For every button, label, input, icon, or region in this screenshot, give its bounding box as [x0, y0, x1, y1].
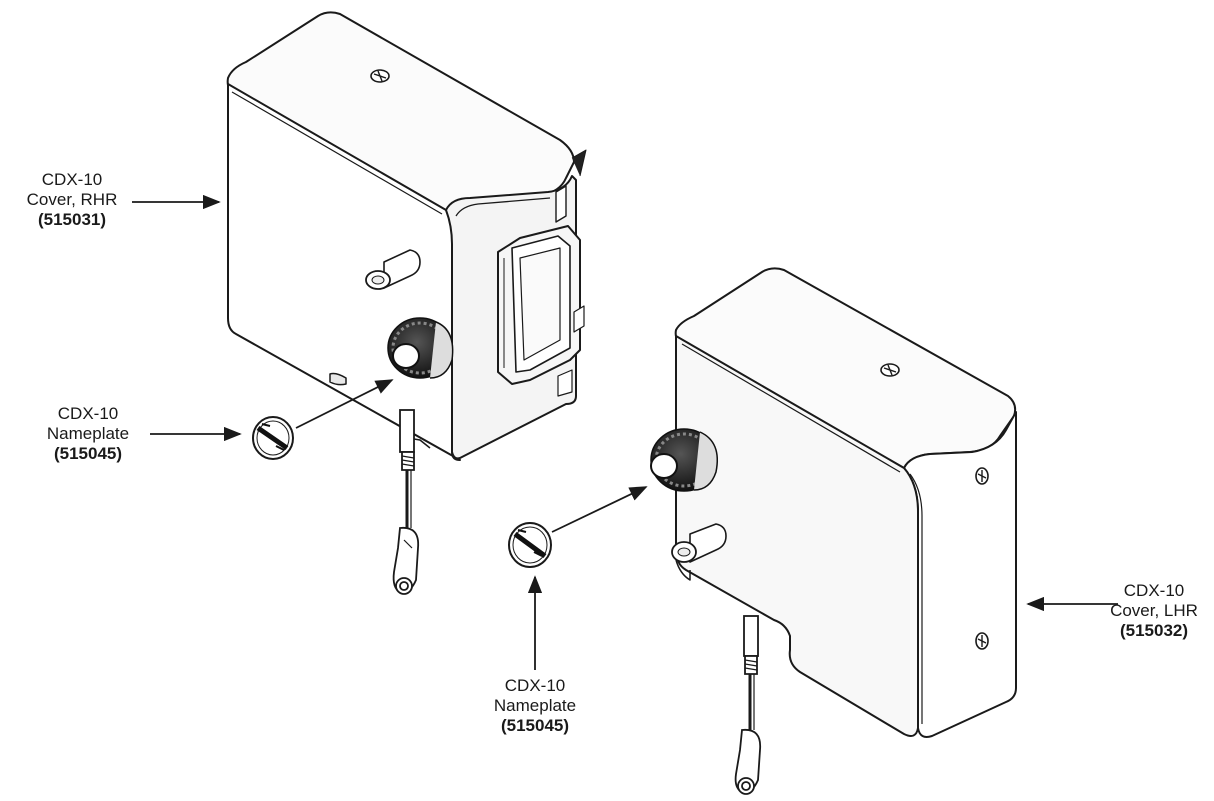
label-cover-rhr-line2: Cover, RHR: [26, 190, 118, 209]
label-nameplate-center-part: (515045): [500, 716, 570, 735]
hinge-pin-icon: [671, 523, 727, 563]
nameplate-badge-icon: [508, 522, 552, 568]
screw-icon: [370, 69, 390, 83]
label-nameplate-left: CDX-10 Nameplate (515045): [28, 404, 148, 464]
label-cover-rhr: CDX-10 Cover, RHR (515031): [12, 170, 132, 230]
label-cover-lhr-line1: CDX-10: [1123, 581, 1185, 600]
label-cover-lhr-line2: Cover, LHR: [1110, 601, 1198, 620]
leader-arrows: [132, 194, 1118, 670]
label-nameplate-center: CDX-10 Nameplate (515045): [475, 676, 595, 736]
screw-icon: [880, 363, 900, 377]
knob-icon: [650, 428, 718, 492]
label-nameplate-left-line1: CDX-10: [57, 404, 119, 423]
cable-rod-icon: [392, 409, 420, 595]
label-nameplate-center-line2: Nameplate: [493, 696, 577, 715]
screw-icon: [975, 467, 989, 485]
label-cover-lhr: CDX-10 Cover, LHR (515032): [1098, 581, 1210, 641]
label-cover-rhr-part: (515031): [37, 210, 107, 229]
nameplate-badge-icon: [252, 416, 294, 460]
label-nameplate-left-line2: Nameplate: [46, 424, 130, 443]
label-nameplate-center-line1: CDX-10: [504, 676, 566, 695]
label-nameplate-left-part: (515045): [53, 444, 123, 463]
cover-rhr-drawing: [226, 11, 587, 461]
knob-icon: [387, 317, 454, 379]
screw-icon: [975, 632, 989, 650]
arrow-badge-to-knob-left: [295, 379, 394, 429]
label-cover-rhr-line1: CDX-10: [41, 170, 103, 189]
cable-rod-icon: [734, 615, 762, 795]
cover-lhr-drawing: [671, 267, 1017, 738]
label-cover-lhr-part: (515032): [1119, 621, 1189, 640]
arrow-badge-to-knob-right: [551, 486, 648, 533]
hinge-pin-icon: [365, 249, 421, 290]
